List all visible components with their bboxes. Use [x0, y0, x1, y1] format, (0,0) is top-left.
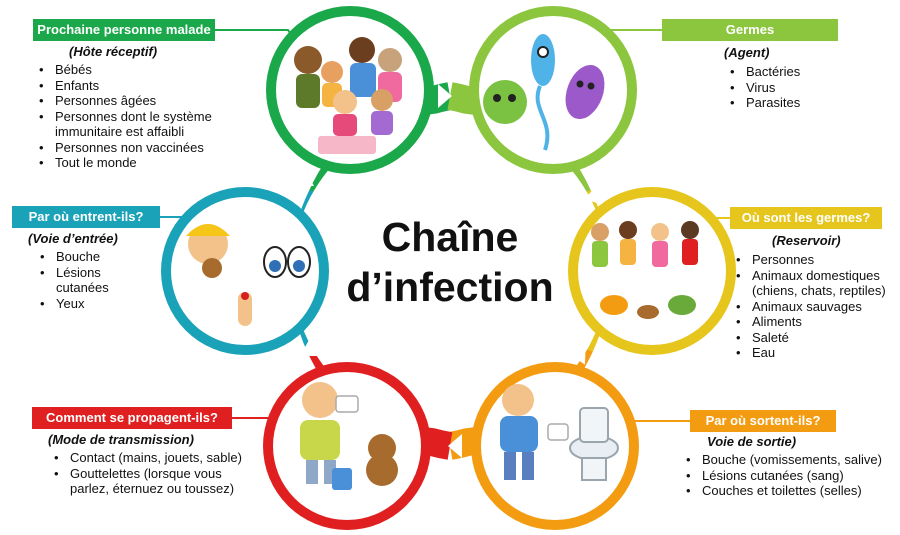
- list-item: Lésions cutanées: [40, 265, 156, 296]
- list-item: Personnes: [736, 252, 900, 268]
- list-entry: Bouche Lésions cutanées Yeux: [34, 249, 156, 311]
- arrow-reservoir-to-exit: [570, 345, 586, 365]
- children-animals-icon: [568, 187, 736, 355]
- arrow-transmission-to-entry: [300, 340, 318, 356]
- subtitle-exit: Voie de sortie): [707, 434, 797, 449]
- label-transmission: Comment se propagent-ils?: [32, 407, 232, 429]
- list-item: Enfants: [39, 78, 260, 94]
- subtitle-transmission: (Mode de transmission): [48, 432, 194, 447]
- subtitle-reservoir: (Reservoir): [772, 233, 841, 248]
- title-line-1: Chaîne: [381, 214, 519, 260]
- arrow-exit-to-transmission: [448, 434, 462, 458]
- sneezing-child-icon: [263, 362, 431, 530]
- list-item: Animaux domestiques (chiens, chats, rept…: [736, 268, 900, 299]
- label-exit: Par où sortent-ils?: [690, 410, 836, 432]
- list-item: Personnes non vaccinées: [39, 140, 260, 156]
- list-item: Eau: [736, 345, 900, 361]
- label-reservoir: Où sont les germes?: [730, 207, 882, 229]
- list-reservoir: Personnes Animaux domestiques (chiens, c…: [730, 252, 900, 361]
- list-agent: Bactéries Virus Parasites: [724, 64, 896, 111]
- list-item: Personnes dont le système immunitaire es…: [39, 109, 260, 140]
- list-item: Yeux: [40, 296, 156, 312]
- arrow-agent-to-reservoir: [584, 186, 602, 205]
- label-host: Prochaine personne malade: [33, 19, 215, 41]
- list-item: Gouttelettes (lorsque vous parlez, étern…: [54, 466, 245, 497]
- list-item: Virus: [730, 80, 896, 96]
- arrow-host-to-agent: [438, 84, 452, 108]
- child-eyes-finger-icon: [161, 187, 329, 355]
- list-item: Saleté: [736, 330, 900, 346]
- list-item: Couches et toilettes (selles): [686, 483, 892, 499]
- list-item: Bouche: [40, 249, 156, 265]
- label-agent: Germes: [662, 19, 838, 41]
- center-disc: [292, 113, 608, 429]
- arrow-entry-to-host: [296, 170, 314, 186]
- list-item: Tout le monde: [39, 155, 260, 171]
- list-transmission: Contact (mains, jouets, sable) Gouttelet…: [48, 450, 245, 497]
- label-entry: Par où entrent-ils?: [12, 206, 160, 228]
- family-group-icon: [266, 6, 434, 174]
- list-item: Parasites: [730, 95, 896, 111]
- list-item: Aliments: [736, 314, 900, 330]
- subtitle-entry: (Voie d’entrée): [28, 231, 118, 246]
- sick-child-toilet-icon: [471, 362, 639, 530]
- list-item: Bébés: [39, 62, 260, 78]
- list-host: Bébés Enfants Personnes âgées Personnes …: [33, 62, 260, 171]
- subtitle-host: (Hôte réceptif): [69, 44, 158, 59]
- subtitle-agent: (Agent): [724, 45, 770, 60]
- diagram-title: Chaîne d’infection: [300, 212, 600, 312]
- germs-icon: [469, 6, 637, 174]
- title-line-2: d’infection: [346, 264, 554, 310]
- list-item: Lésions cutanées (sang): [686, 468, 892, 484]
- list-item: Bouche (vomissements, salive): [686, 452, 892, 468]
- list-item: Bactéries: [730, 64, 896, 80]
- list-item: Animaux sauvages: [736, 299, 900, 315]
- list-item: Contact (mains, jouets, sable): [54, 450, 245, 466]
- list-exit: Bouche (vomissements, salive) Lésions cu…: [680, 452, 892, 499]
- list-item: Personnes âgées: [39, 93, 260, 109]
